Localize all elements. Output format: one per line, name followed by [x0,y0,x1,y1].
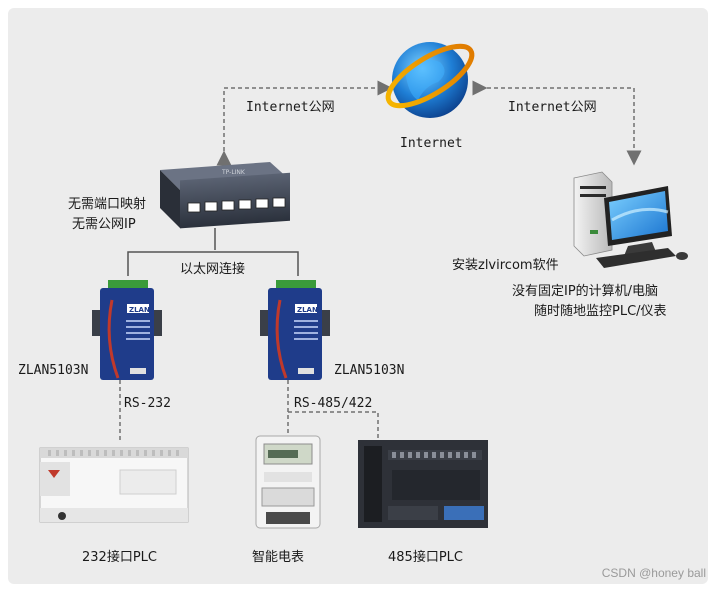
plc-232-label: 232接口PLC [82,550,157,565]
pc-description-line1: 没有固定IP的计算机/电脑 [512,284,659,299]
svg-text:ZLAN: ZLAN [297,306,318,314]
zlan-right-label: ZLAN5103N [334,363,405,378]
svg-text:TP-LINK: TP-LINK [221,169,246,176]
smart-meter-label: 智能电表 [252,550,305,565]
watermark: CSDN @honey ball [601,566,706,580]
internet-public-label-left: Internet公网 [246,100,335,115]
rs485-label: RS-485/422 [294,396,373,411]
rs485-branch-link [288,411,379,440]
internet-globe-icon [385,42,475,118]
zlan-device-left-icon: ZLAN [92,280,162,380]
ethernet-label: 以太网连接 [180,262,246,277]
no-public-ip-label: 无需公网IP [72,217,136,232]
rs232-label: RS-232 [124,396,171,411]
ethernet-bus [127,251,299,276]
internet-pc-dashed-link [472,80,642,166]
zlan-left-label: ZLAN5103N [18,363,89,378]
no-port-mapping-label: 无需端口映射 [68,197,147,212]
plc-485-label: 485接口PLC [388,550,463,565]
serial-links [119,380,379,440]
svg-text:ZLAN: ZLAN [129,306,150,314]
plc-485-icon [358,440,488,528]
plc-232-icon [39,447,189,523]
smart-meter-icon [255,435,321,529]
switch-internet-dashed-link [216,80,393,166]
network-switch-icon: TP-LINK [160,162,290,229]
internet-label: Internet [400,136,463,151]
internet-public-label-right: Internet公网 [508,100,597,115]
software-label: 安装zlvircom软件 [452,258,559,273]
ethernet-links [127,228,299,276]
zlan-device-right-icon: ZLAN [260,280,330,380]
internet-links [216,80,642,166]
pc-description-line2: 随时随地监控PLC/仪表 [534,304,667,319]
computer-icon [573,171,688,268]
